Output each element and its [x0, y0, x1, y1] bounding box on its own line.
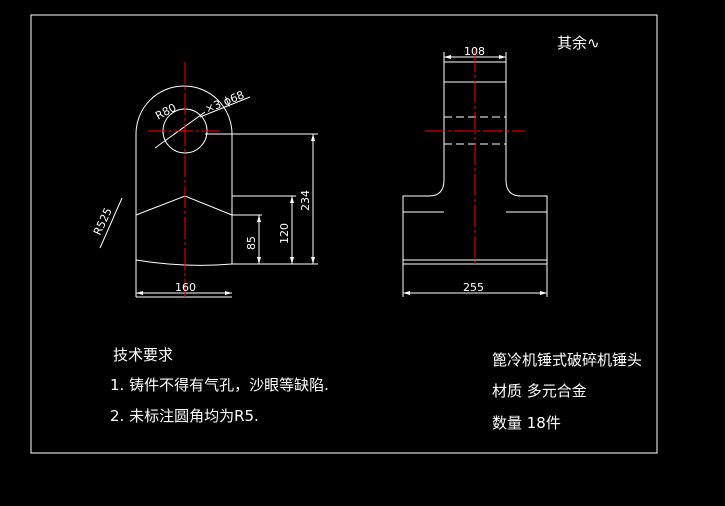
label-dim-160: 160: [175, 281, 196, 294]
label-dim-120: 120: [278, 223, 291, 244]
part-material: 材质 多元合金: [492, 382, 587, 400]
hole-leader: [199, 96, 251, 118]
front-view: [99, 85, 318, 298]
side-view-centerlines: [425, 50, 525, 264]
tech-requirement-2: 2. 未标注圆角均为R5.: [110, 407, 259, 425]
side-view-arrowheads: [403, 55, 547, 295]
label-dim-85: 85: [245, 236, 258, 250]
label-hole-note: ×3 ϕ68: [203, 88, 246, 115]
tech-requirements-title: 技术要求: [113, 346, 173, 364]
front-view-bevel-edge: [135, 195, 233, 216]
front-view-outline: [135, 85, 233, 297]
part-quantity: 数量 18件: [492, 414, 561, 432]
drawing-frame: [30, 14, 658, 454]
part-name: 篦冷机锤式破碎机锤头: [492, 351, 642, 369]
tech-requirement-1: 1. 铸件不得有气孔，沙眼等缺陷.: [110, 376, 329, 394]
label-dim-255: 255: [463, 281, 484, 294]
front-view-arrowheads: [136, 134, 315, 295]
front-view-centerlines: [148, 62, 222, 297]
label-dim-108: 108: [464, 45, 485, 58]
r80-leader: [154, 111, 206, 149]
r525-leader: [99, 197, 123, 249]
label-dim-234: 234: [299, 190, 312, 211]
surface-roughness-note: 其余∿: [557, 34, 600, 52]
